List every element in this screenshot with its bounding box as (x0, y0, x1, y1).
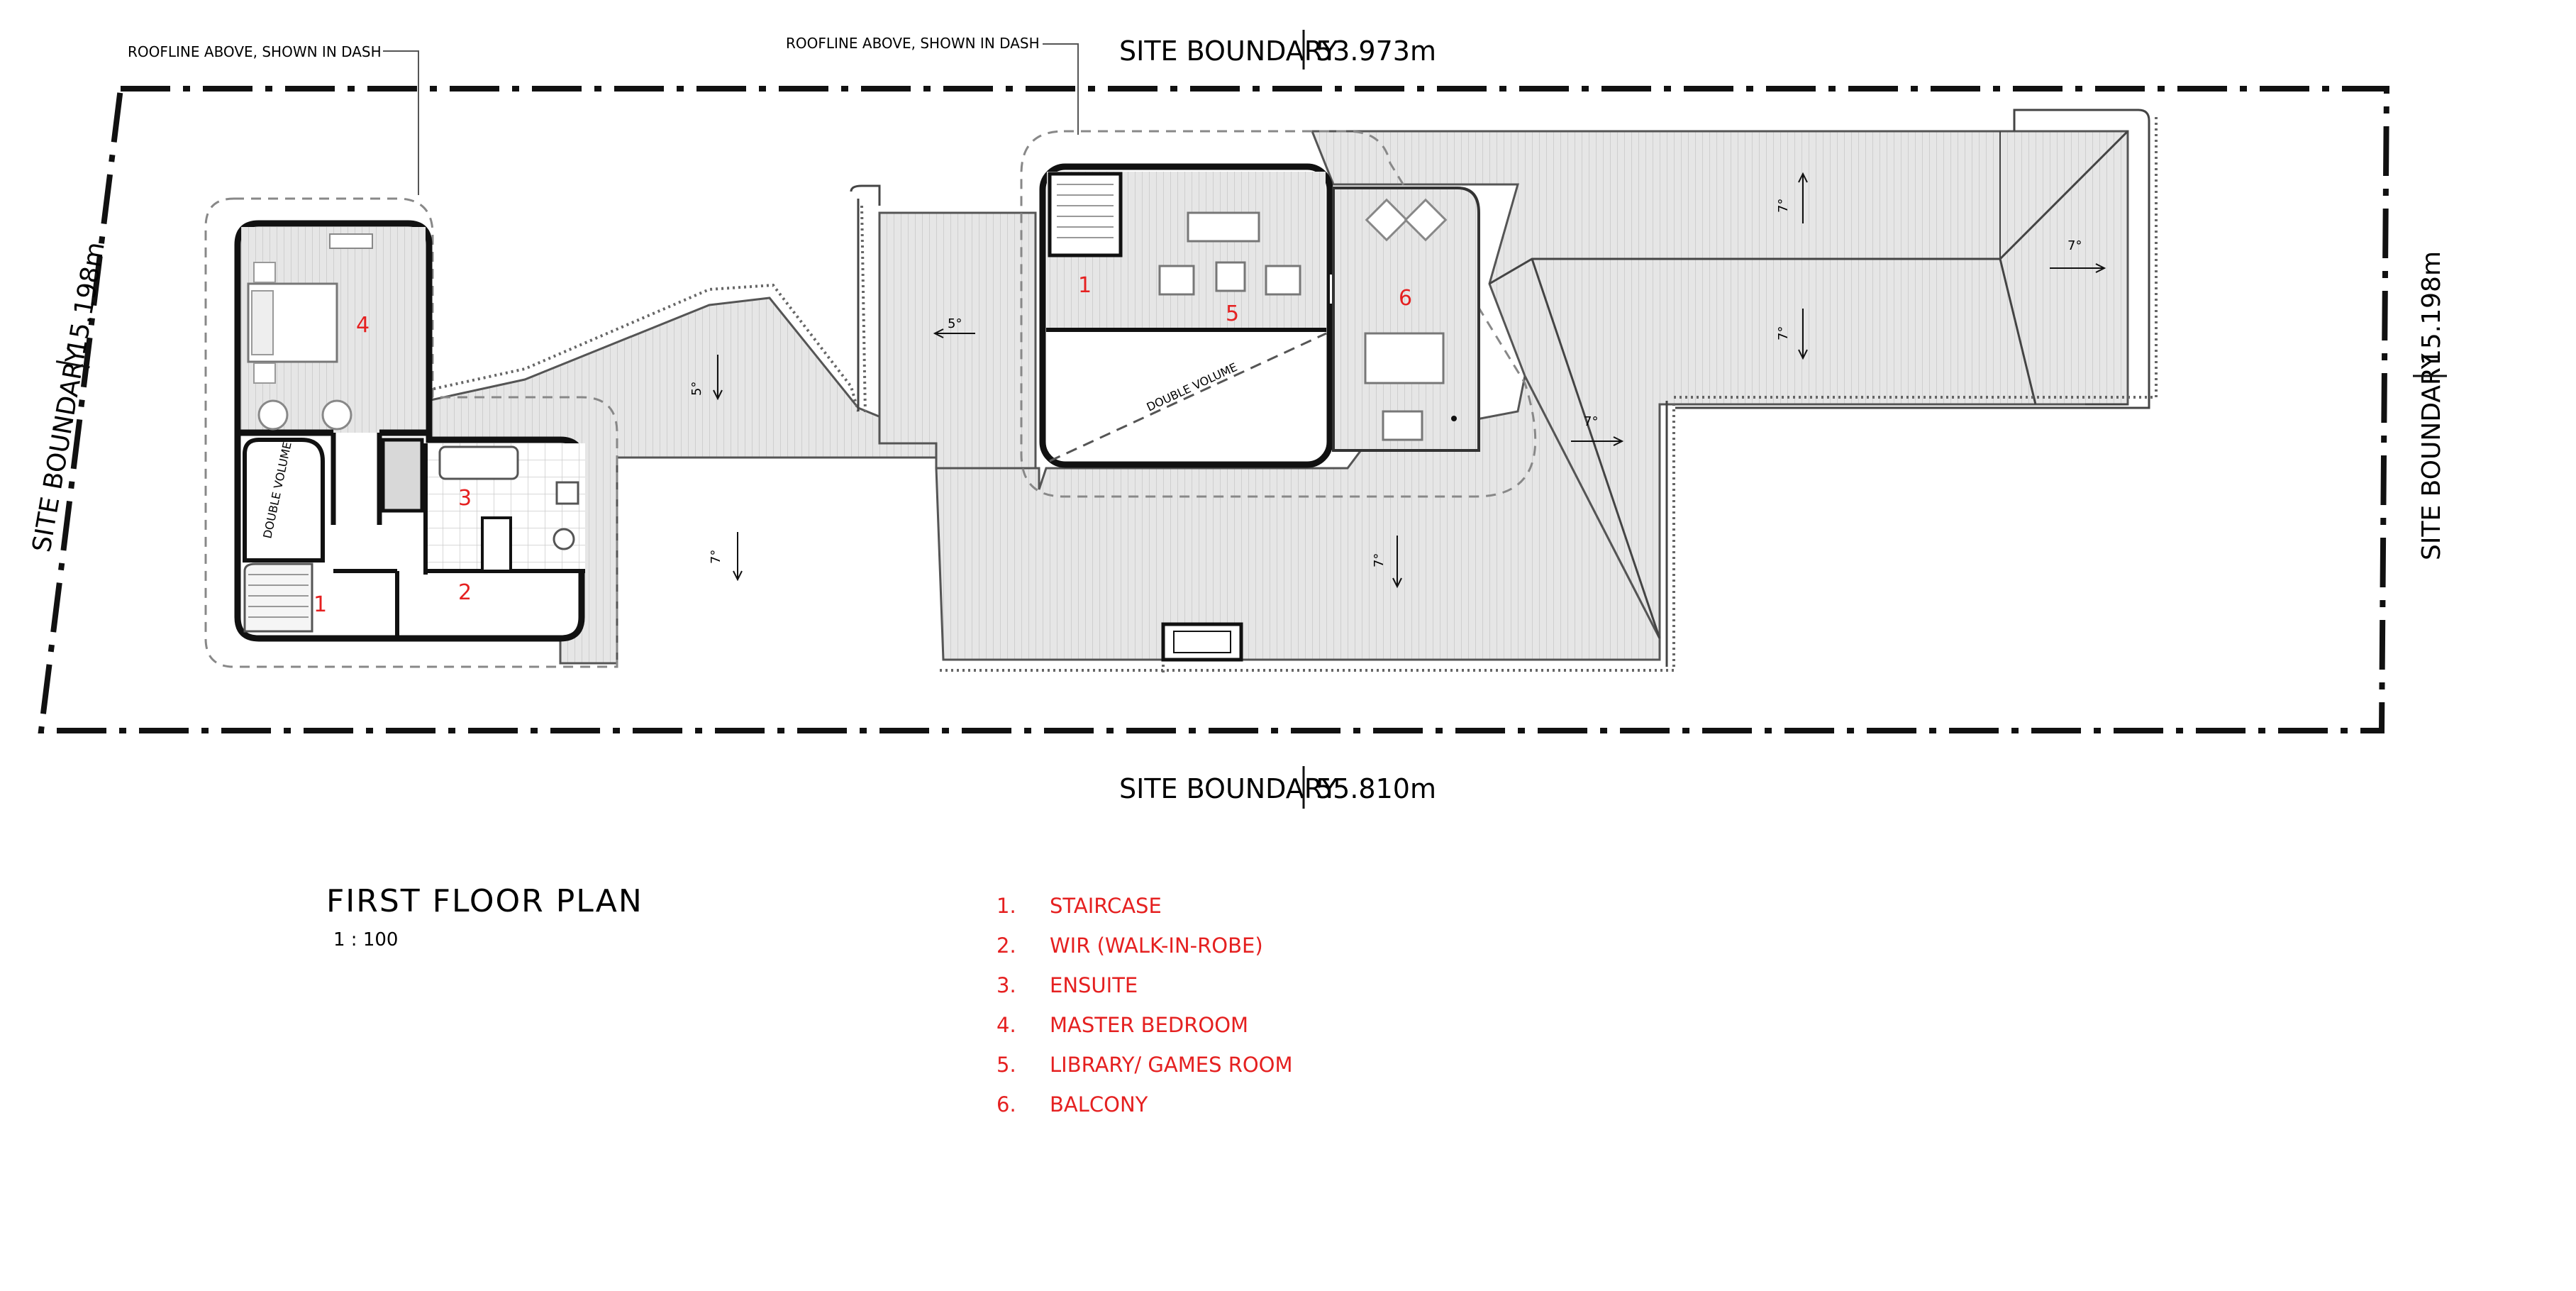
skylight (1161, 622, 1243, 662)
legend-item: 4. MASTER BEDROOM (996, 1013, 1248, 1037)
legend-text: STAIRCASE (1050, 894, 1162, 918)
roofline-leader-left (383, 50, 419, 195)
slope-label: 7° (1584, 414, 1598, 429)
slope-label: 7° (2067, 238, 2082, 253)
roofline-dashed (204, 130, 1537, 668)
legend-item: 6. BALCONY (996, 1092, 1148, 1117)
legend-number: 2. (996, 933, 1016, 958)
slope-label: 7° (1776, 326, 1791, 340)
bedroom-block (234, 220, 585, 642)
slope-label: 5° (948, 316, 962, 331)
library-block (1039, 163, 1370, 468)
slope-label: 7° (1372, 553, 1387, 567)
room-number-balcony: 6 (1399, 286, 1412, 311)
site-boundary-right: SITE BOUNDARY 15.198m (2413, 251, 2447, 560)
slope-label: 7° (709, 550, 723, 564)
legend-number: 5. (996, 1053, 1016, 1077)
legend-number: 4. (996, 1013, 1016, 1037)
planter-strips (411, 113, 2158, 674)
legend-number: 1. (996, 894, 1016, 918)
legend-item: 1. STAIRCASE (996, 894, 1162, 918)
legend-text: BALCONY (1050, 1092, 1148, 1117)
planter-outline (850, 109, 2150, 667)
site-boundary-top-label: SITE BOUNDARY (1119, 35, 1338, 67)
balcony (1332, 187, 1480, 452)
slope-marker: 7° (1571, 414, 1624, 446)
room-number-staircase-upper: 1 (1078, 273, 1092, 298)
site-boundary-right-value: 15.198m (2417, 251, 2446, 365)
site-boundary-bottom-value: 55.810m (1316, 773, 1436, 804)
roof-slope-markers: 5° 7° 5° 7° 7° 7° 7° 7° (689, 172, 2106, 589)
site-boundary-top: SITE BOUNDARY 53.973m (1119, 30, 1436, 70)
legend-text: ENSUITE (1050, 973, 1138, 997)
legend-text: WIR (WALK-IN-ROBE) (1050, 933, 1263, 958)
site-boundary-top-value: 53.973m (1316, 35, 1436, 67)
legend-item: 5. LIBRARY/ GAMES ROOM (996, 1053, 1293, 1077)
slope-marker: 5° (689, 355, 723, 401)
site-boundary-bottom: SITE BOUNDARY 55.810m (1119, 766, 1436, 809)
slope-label: 7° (1776, 199, 1791, 213)
legend-item: 3. ENSUITE (996, 973, 1138, 997)
site-boundary-bottom-label: SITE BOUNDARY (1119, 773, 1338, 804)
room-numbers: 1 2 3 4 1 5 6 (313, 273, 1412, 617)
legend-text: LIBRARY/ GAMES ROOM (1050, 1053, 1293, 1077)
site-boundary-line (38, 86, 2390, 733)
slope-marker: 7° (2050, 238, 2106, 273)
room-number-staircase: 1 (313, 592, 327, 617)
plan-title: FIRST FLOOR PLAN (326, 883, 643, 919)
site-boundary-left-label: SITE BOUNDARY (27, 345, 91, 554)
slope-marker: 5° (933, 316, 975, 338)
slope-marker: 7° (1776, 309, 1808, 360)
site-boundary-right-label: SITE BOUNDARY (2417, 353, 2446, 560)
roofline-note-right: ROOFLINE ABOVE, SHOWN IN DASH (786, 35, 1040, 52)
slope-label: 5° (689, 382, 704, 396)
site-boundary-left-value: 15.198m (62, 240, 110, 358)
roofline-note-left: ROOFLINE ABOVE, SHOWN IN DASH (128, 43, 382, 60)
slope-marker: 7° (1776, 172, 1808, 223)
room-number-master-bedroom: 4 (356, 313, 370, 338)
legend-item: 2. WIR (WALK-IN-ROBE) (996, 933, 1263, 958)
roofline-leader-right (1043, 43, 1079, 135)
slope-marker: 7° (709, 532, 743, 582)
legend-number: 6. (996, 1092, 1016, 1117)
legend-text: MASTER BEDROOM (1050, 1013, 1248, 1037)
room-number-ensuite: 3 (458, 486, 472, 511)
plan-scale: 1 : 100 (333, 929, 398, 951)
room-number-library: 5 (1226, 301, 1239, 326)
legend-number: 3. (996, 973, 1016, 997)
slope-marker: 7° (1372, 536, 1402, 589)
room-legend: 1. STAIRCASE 2. WIR (WALK-IN-ROBE) 3. EN… (996, 894, 1293, 1117)
room-number-wir: 2 (458, 580, 472, 605)
